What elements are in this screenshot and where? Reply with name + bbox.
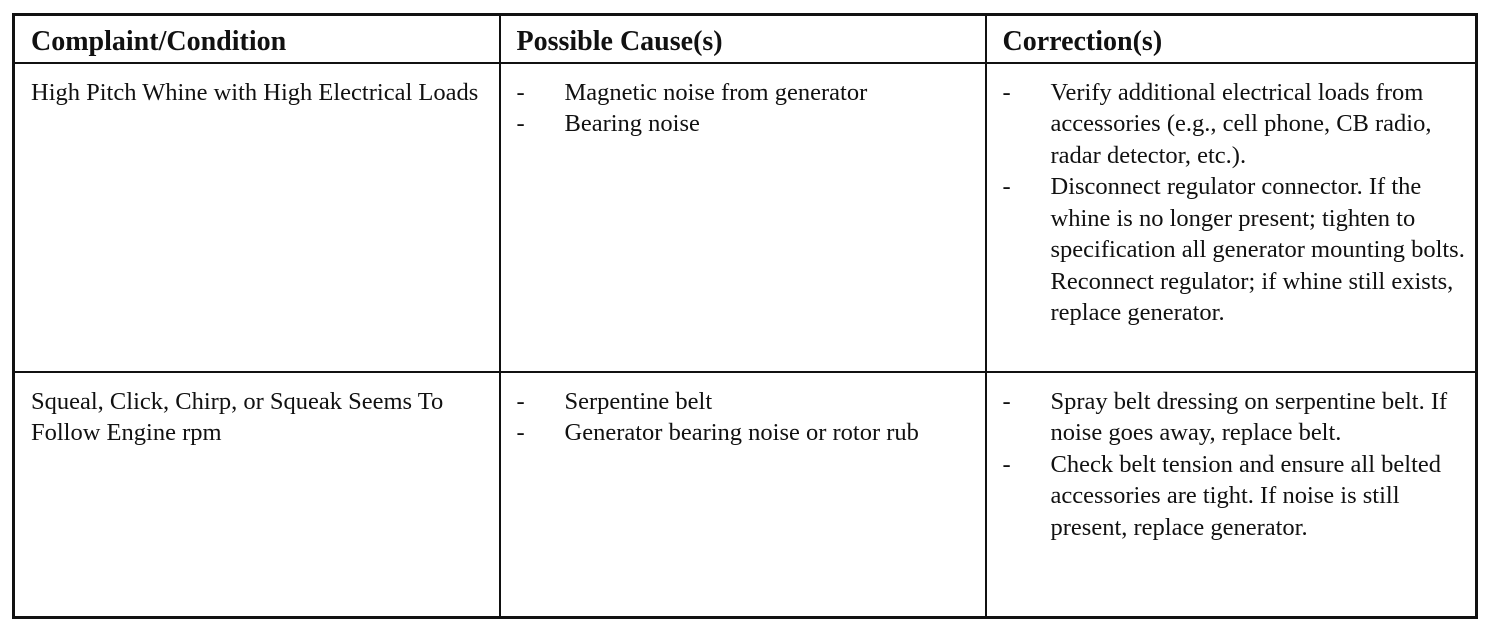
list-item: - Disconnect regulator connector. If the … [1003,171,1468,329]
list-item: - Generator bearing noise or rotor rub [517,417,977,449]
dash-bullet: - [516,78,525,106]
header-row: Complaint/Condition Possible Cause(s) Co… [12,13,1478,64]
table-row: High Pitch Whine with High Electrical Lo… [12,61,1478,373]
causes-cell: - Serpentine belt - Generator bearing nois… [498,370,987,618]
header-complaint-condition: Complaint/Condition [12,13,501,64]
list-item: - Check belt tension and ensure all belte… [1003,449,1468,544]
correction-text: Disconnect regulator connector. If the w… [1050,173,1465,326]
dash-bullet: - [1002,450,1011,478]
list-item: - Serpentine belt [517,386,977,418]
cause-text: Serpentine belt [564,387,713,415]
diagnosis-table: Complaint/Condition Possible Cause(s) Co… [12,13,1478,619]
cause-text: Generator bearing noise or rotor rub [564,419,919,446]
correction-text: Verify additional electrical loads from … [1050,78,1432,169]
condition-cell: High Pitch Whine with High Electrical Lo… [12,61,501,373]
corrections-cell: - Verify additional electrical loads from… [984,61,1478,373]
corrections-list: - Verify additional electrical loads from… [1003,77,1468,329]
header-corrections: Correction(s) [984,13,1478,64]
cause-text: Bearing noise [564,110,700,137]
list-item: - Magnetic noise from generator [517,77,977,109]
corrections-list: - Spray belt dressing on serpentine belt.… [1003,386,1468,544]
causes-cell: - Magnetic noise from generator - Bearing … [498,61,987,373]
causes-list: - Serpentine belt - Generator bearing nois… [517,386,977,449]
dash-bullet: - [516,419,525,446]
dash-bullet: - [516,387,525,415]
list-item: - Spray belt dressing on serpentine belt.… [1003,386,1468,449]
list-item: - Bearing noise [517,108,977,140]
correction-text: Check belt tension and ensure all belted… [1050,450,1442,541]
dash-bullet: - [516,110,525,137]
causes-list: - Magnetic noise from generator - Bearing … [517,77,977,140]
dash-bullet: - [1002,173,1011,200]
dash-bullet: - [1002,78,1011,106]
header-possible-causes: Possible Cause(s) [498,13,987,64]
dash-bullet: - [1002,387,1011,415]
condition-cell: Squeal, Click, Chirp, or Squeak Seems To… [12,370,501,618]
table-row: Squeal, Click, Chirp, or Squeak Seems To… [12,370,1478,618]
correction-text: Spray belt dressing on serpentine belt. … [1050,387,1448,447]
list-item: - Verify additional electrical loads from… [1003,77,1468,172]
cause-text: Magnetic noise from generator [564,78,868,106]
corrections-cell: - Spray belt dressing on serpentine belt.… [984,370,1478,618]
